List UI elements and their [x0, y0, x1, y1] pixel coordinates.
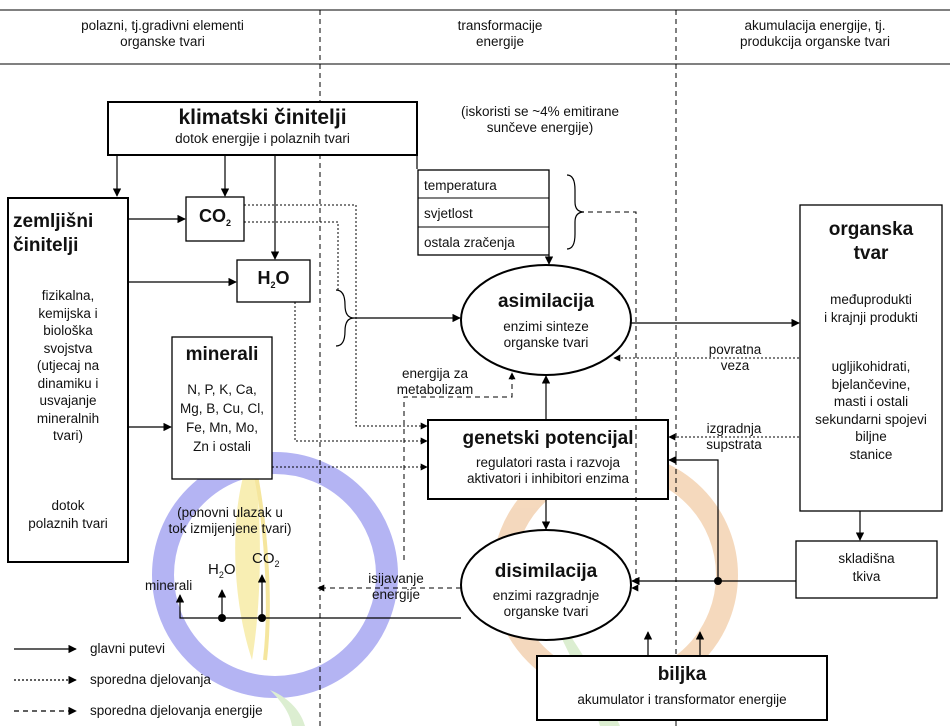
genetski-box	[427, 419, 669, 500]
radiation-item-temperatura: temperatura	[424, 178, 497, 193]
biljka-box	[536, 655, 828, 721]
povratna-veza-label: povratna veza	[708, 342, 762, 374]
output-co2-label: CO2	[252, 550, 280, 569]
zemljisni-box	[7, 197, 129, 563]
skladisna-box	[795, 540, 938, 599]
legend-side-label: sporedna djelovanja	[90, 672, 211, 687]
disimilacija-sub: enzimi razgradnje organske tvari	[492, 588, 600, 620]
energija-za-metabolizam-label: energija za metabolizam	[396, 366, 474, 398]
co2-box	[185, 196, 245, 242]
radiation-brace	[566, 174, 585, 250]
biljka-sub: akumulator i transformator energije	[577, 692, 787, 707]
organska-sub1: međuprodukti i krajnji produkti	[824, 292, 918, 325]
energy-note: (iskoristi se ~4% emitirane sunčeve ener…	[461, 104, 619, 136]
minerali-title: minerali	[185, 344, 259, 365]
asimilacija-ellipse	[460, 264, 632, 376]
co2-label: CO2	[198, 206, 231, 228]
isijavanje-energije-label: isijavanje energije	[368, 571, 424, 603]
genetski-sub: regulatori rasta i razvoja aktivatori i …	[466, 455, 630, 487]
h2o-box	[236, 259, 311, 303]
skladisna-label: skladišna tkiva	[838, 551, 895, 584]
header-col-1: polazni, tj.gradivni elementi organske t…	[81, 18, 244, 50]
radiation-item-ostala: ostala zračenja	[424, 235, 515, 250]
organska-sub2: ugljikohidrati, bjelančevine, masti i os…	[815, 359, 927, 462]
disimilacija-ellipse	[460, 529, 632, 641]
radiation-box	[417, 169, 550, 256]
header-col-3: akumulacija energije, tj. produkcija org…	[739, 18, 891, 50]
asimilacija-sub: enzimi sinteze organske tvari	[503, 319, 589, 351]
zemljisni-body: fizikalna, kemijska i biološka svojstva …	[36, 288, 100, 444]
klimatski-subtitle: dotok energije i polaznih tvari	[175, 131, 350, 146]
minerali-box	[171, 336, 273, 480]
biljka-title: biljka	[657, 664, 707, 685]
izgradnja-supstrata-label: izgradnja supstrata	[706, 421, 762, 453]
ponovni-ulazak-label: (ponovni ulazak u tok izmijenjene tvari)	[168, 505, 292, 537]
klimatski-title: klimatski činitelji	[178, 106, 347, 129]
genetski-title: genetski potencijal	[462, 428, 634, 449]
asimilacija-title: asimilacija	[497, 291, 595, 312]
disimilacija-title: disimilacija	[494, 561, 598, 582]
header-col-2: transformacije energije	[457, 18, 543, 50]
legend-energy-label: sporedna djelovanja energije	[90, 703, 263, 718]
organska-box	[799, 204, 943, 512]
h2o-label: H2O	[257, 268, 290, 290]
output-h2o-label: H2O	[208, 561, 236, 580]
zemljisni-title: zemljišni činitelji	[13, 211, 94, 256]
watermark-wheat	[235, 470, 260, 660]
legend-main-label: glavni putevi	[90, 641, 166, 656]
watermark-blue-ring	[152, 452, 398, 698]
zemljisni-footer: dotok polaznih tvari	[28, 498, 108, 531]
minerali-list: N, P, K, Ca, Mg, B, Cu, Cl, Fe, Mn, Mo, …	[179, 382, 265, 454]
organska-title: organska tvar	[828, 219, 914, 264]
output-minerali-label: minerali	[145, 578, 193, 593]
radiation-item-svjetlost: svjetlost	[424, 206, 473, 221]
klimatski-box	[107, 101, 418, 156]
